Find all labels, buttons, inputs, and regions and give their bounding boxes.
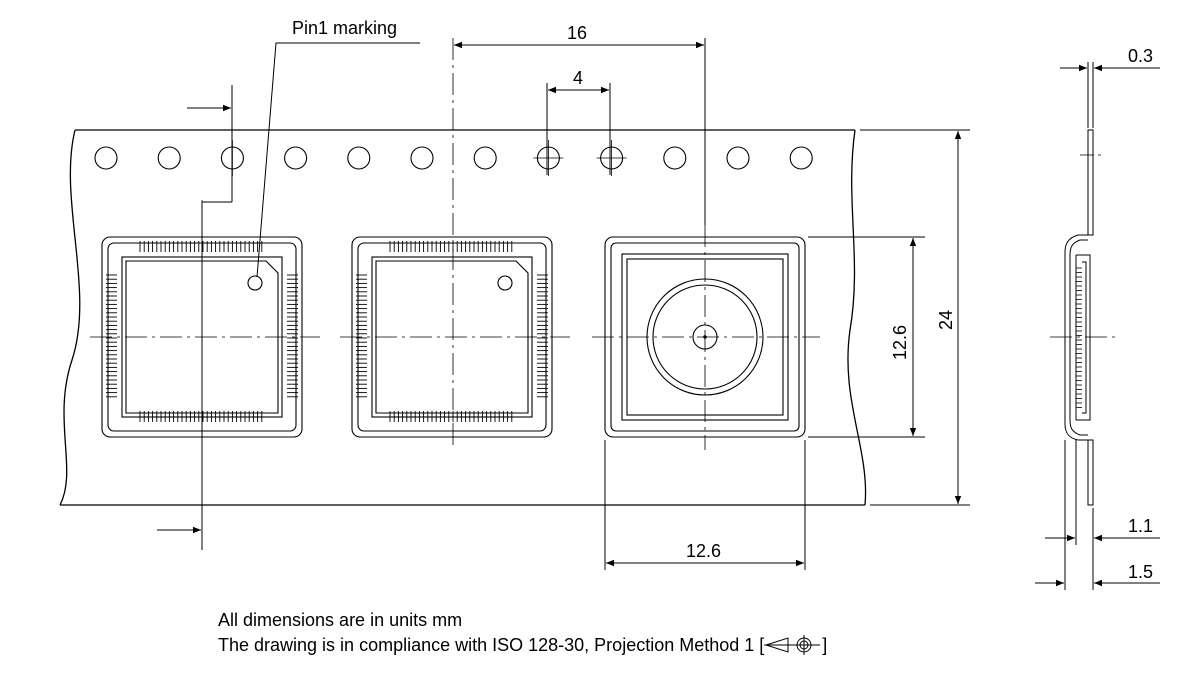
dim-sprocket-pitch [546, 83, 611, 175]
sprocket-hole [473, 146, 497, 170]
dim-1-1-label: 1.1 [1128, 516, 1153, 536]
sprocket-hole [410, 146, 434, 170]
sprocket-hole [726, 146, 750, 170]
dim-12-6-vertical-label: 12.6 [890, 325, 910, 360]
sprocket-hole [94, 146, 118, 170]
pin1-marking-dot-middle [497, 275, 513, 291]
pin1-marking-label: Pin1 marking [292, 18, 397, 38]
dim-0-3-label: 0.3 [1128, 46, 1153, 66]
pin1-leader [256, 42, 420, 278]
compliance-note: The drawing is in compliance with ISO 12… [218, 635, 827, 656]
dim-pocket-depth-outer [1035, 440, 1160, 590]
dim-pocket-pitch [452, 38, 706, 450]
dim-12-6-horizontal-label: 12.6 [686, 541, 721, 561]
sprocket-hole [284, 146, 308, 170]
dim-package-width [604, 440, 806, 570]
units-note: All dimensions are in units mm [218, 610, 463, 630]
sprocket-hole [347, 146, 371, 170]
dim-pocket-depth-inner [1045, 440, 1160, 545]
side-view-leads [1076, 267, 1082, 408]
carrier-tape [59, 129, 867, 506]
dim-tape-thickness [1060, 62, 1160, 128]
dim-package-height [808, 236, 925, 438]
compliance-note-text: The drawing is in compliance with ISO 12… [218, 635, 765, 655]
dim-tape-width [860, 129, 970, 506]
tape-reel-drawing: Pin1 marking 16 4 12.6 24 12.6 [59, 18, 1160, 590]
dim-24-label: 24 [936, 310, 956, 330]
tape-side-view [1064, 129, 1094, 506]
sprocket-hole [596, 140, 627, 176]
sprocket-hole [789, 146, 813, 170]
qfp-leads-left [106, 241, 298, 422]
dim-4-label: 4 [573, 68, 583, 88]
dim-1-5-label: 1.5 [1128, 562, 1153, 582]
sprocket-hole [157, 146, 181, 170]
pin1-marking-dot [247, 275, 263, 291]
compliance-note-end: ] [822, 635, 828, 655]
sprocket-hole [533, 140, 564, 176]
qfp-leads-middle [356, 241, 548, 422]
sprocket-holes [94, 140, 813, 176]
pin1-orientation-line [157, 85, 233, 550]
dim-16-label: 16 [567, 23, 587, 43]
projection-method-icon [764, 635, 821, 655]
sprocket-hole [663, 146, 687, 170]
